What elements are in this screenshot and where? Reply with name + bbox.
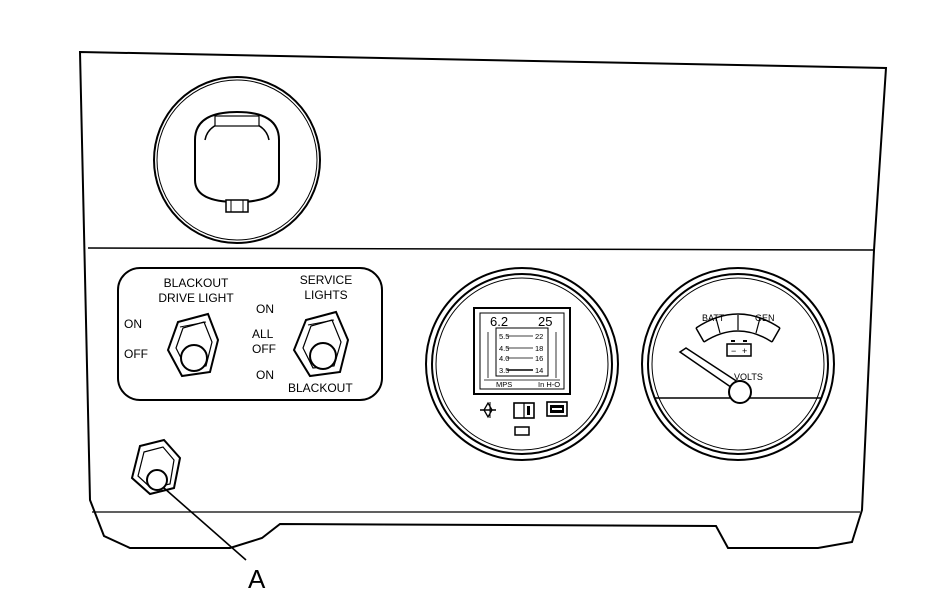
callout-a-label: A [248,564,266,594]
power-receptacle [153,76,321,244]
service-off-label: OFF [252,342,276,356]
lcd-top-left: 6.2 [490,314,508,329]
indicator-lamp-icon [514,426,530,436]
battery-icon [546,401,568,417]
blackout-off-label: OFF [124,347,148,361]
volts-label: VOLTS [734,372,763,382]
volt-plus-label: + [742,346,747,356]
lcd-scale-right-2: 16 [535,354,543,363]
callout-leader [163,487,247,561]
blackout-title-line1: BLACKOUT [164,276,229,290]
fan-icon [480,401,496,419]
lcd-top-right: 25 [538,314,552,329]
lcd-scale-right-3: 14 [535,366,543,375]
blackout-drive-light-switch[interactable] [166,312,220,378]
service-title-line1: SERVICE [300,273,352,287]
lcd-scale-left-2: 4.0 [499,354,509,363]
service-blackout-label: BLACKOUT [288,381,353,395]
volt-gen-label: GEN [755,313,775,323]
manual-icon [513,402,535,419]
lcd-scale-right-1: 18 [535,344,543,353]
lcd-scale-left-0: 5.5 [499,332,509,341]
lcd-footer-right: In H-O [538,380,560,389]
service-on-bottom-label: ON [256,368,274,382]
item-a-switch[interactable] [130,438,182,496]
volt-scale-arc [695,313,781,329]
service-lights-switch[interactable] [292,310,350,378]
volt-minus-label: − [731,346,736,356]
volt-gauge [641,267,835,461]
blackout-on-label: ON [124,317,142,331]
battery-symbol [726,343,752,357]
service-all-label: ALL [252,327,274,341]
lcd-scale-right-0: 22 [535,332,543,341]
service-title-line2: LIGHTS [304,288,347,302]
multifunction-gauge [425,267,619,461]
service-on-top-label: ON [256,302,274,316]
volt-batt-label: BATT [702,313,725,323]
panel-seam [87,247,875,251]
lcd-scale-left-3: 3.5 [499,366,509,375]
lcd-footer-left: MPS [496,380,512,389]
lcd-scale-left-1: 4.5 [499,344,509,353]
blackout-title-line2: DRIVE LIGHT [158,291,234,305]
